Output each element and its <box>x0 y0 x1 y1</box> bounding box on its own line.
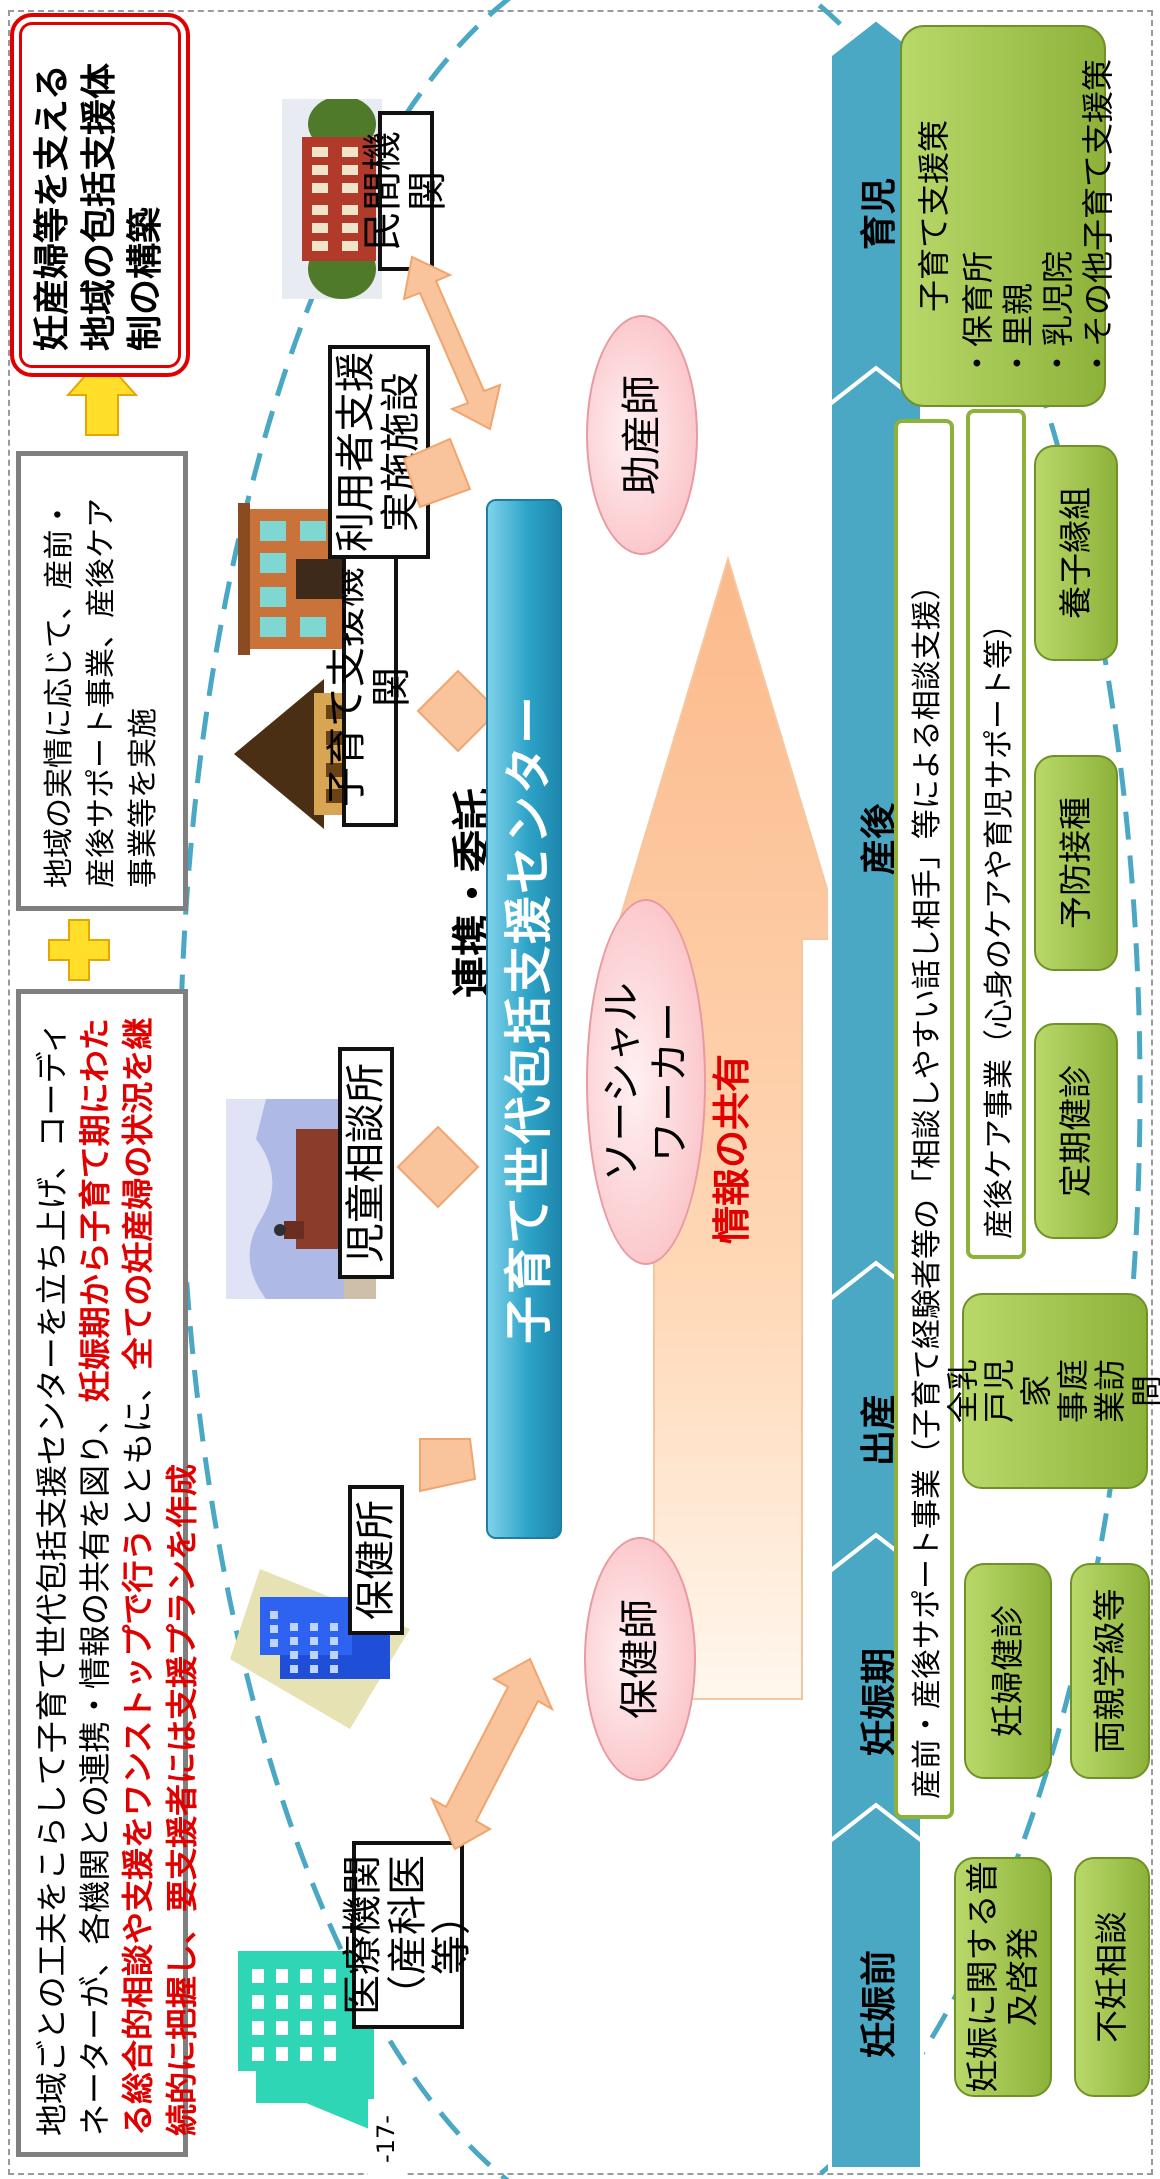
support-program-bar: 産前・産後サポート事業（子育て経験者等の「相談しやすい話し相手」等による相談支援… <box>894 419 954 1819</box>
arrow-user-support <box>402 437 472 509</box>
adoption-box: 養子縁組 <box>1034 445 1118 661</box>
parent-class-box: 両親学級等 <box>1070 1563 1150 1779</box>
health-center-building-icon <box>230 1569 410 1729</box>
prenatal-checkup-box: 妊婦健診 <box>964 1563 1052 1779</box>
double-arrow-private <box>402 255 502 431</box>
childcare-item-4: ・その他子育て支援策 <box>1079 58 1117 379</box>
user-support-building-icon <box>238 503 342 655</box>
periodic-checkup-box: 定期健診 <box>1034 1023 1118 1239</box>
hospital-building-icon <box>238 1951 374 2131</box>
infertility-consult-box: 不妊相談 <box>1074 1857 1150 2097</box>
arrow-health-center <box>419 1438 477 1493</box>
postnatal-care-text: 産後ケア事業（心身のケアや育児サポート等） <box>982 609 1017 1239</box>
plus-icon <box>48 919 110 981</box>
double-arrow-medical <box>429 1657 555 1851</box>
childcare-measures-title: 子育て支援策 <box>915 120 953 313</box>
awareness-box: 妊娠に関する普 及啓発 <box>954 1857 1052 2097</box>
support-program-text: 産前・産後サポート事業（子育て経験者等の「相談しやすい話し相手」等による相談支援… <box>910 570 945 1799</box>
home-visit-box: 全乳 戸児 家 事庭 業訪 問 <box>944 1293 1160 1489</box>
stage-pre-pregnancy: 妊娠前 <box>859 1950 900 2059</box>
stage-childrearing: 育児 <box>859 178 900 251</box>
private-institution-building-icon <box>282 99 382 299</box>
diamond-child-consult <box>396 1125 480 1209</box>
childcare-item-1: ・保育所 <box>959 250 997 379</box>
postnatal-care-bar: 産後ケア事業（心身のケアや育児サポート等） <box>966 409 1026 1259</box>
childcare-item-2: ・里親 <box>999 282 1037 379</box>
vaccination-box: 予防接種 <box>1034 755 1118 971</box>
page-number: -17- <box>368 2099 404 2179</box>
childcare-measures-box: 子育て支援策 ・保育所 ・里親 ・乳児院 ・その他子育て支援策 <box>900 25 1117 407</box>
childcare-item-3: ・乳児院 <box>1039 250 1077 379</box>
